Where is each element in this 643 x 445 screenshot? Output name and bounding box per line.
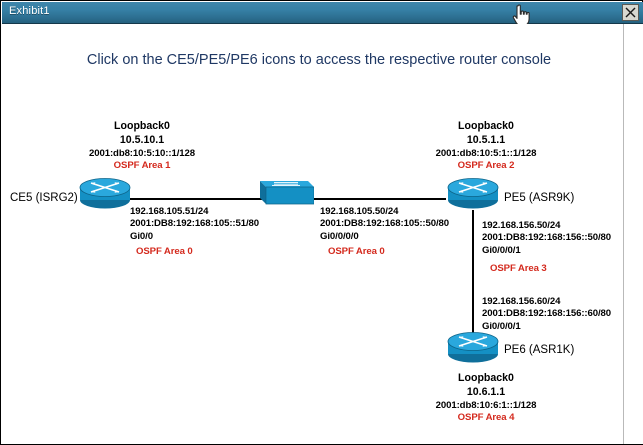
pe5-loopback-annotation: Loopback0 10.5.1.1 2001:db8:10:5:1::1/12… <box>402 120 570 172</box>
pe5-interface1-annotation: 192.168.156.50/24 2001:DB8:192:168:156::… <box>482 220 611 276</box>
ce5-loopback-annotation: Loopback0 10.5.10.1 2001:db8:10:5:10::1/… <box>58 120 226 172</box>
switch-icon-sw1[interactable] <box>260 181 314 207</box>
ce5-loopback-ipv6: 2001:db8:10:5:10::1/128 <box>89 147 195 159</box>
ce5-intf-ipv4: 192.168.105.51/24 <box>130 206 209 217</box>
ce5-loopback-ipv4: 10.5.10.1 <box>119 133 165 146</box>
pe6-loopback-ipv4: 10.6.1.1 <box>466 385 506 398</box>
link-switch-to-pe5 <box>312 198 446 200</box>
pe5-intf1-ospf: OSPF Area 3 <box>490 263 547 275</box>
pe5-intf0-name: Gi0/0/0/0 <box>320 230 359 242</box>
pe6-loopback-ospf: OSPF Area 4 <box>457 412 515 423</box>
pe6-loopback-title: Loopback0 <box>458 372 514 384</box>
router-icon-pe5[interactable] <box>446 176 500 210</box>
pe5-device-label: PE5 (ASR9K) <box>504 192 575 204</box>
pe5-intf1-ipv6: 2001:DB8:192:168:156::50/80 <box>482 232 612 244</box>
pe5-loopback-ospf: OSPF Area 2 <box>457 160 515 171</box>
router-icon-ce5[interactable] <box>78 176 132 210</box>
pe5-intf0-ipv4: 192.168.105.50/24 <box>320 206 399 217</box>
ce5-loopback-title: Loopback0 <box>114 120 170 132</box>
ce5-intf-name: Gi0/0 <box>130 230 153 242</box>
pe5-loopback-title: Loopback0 <box>458 120 514 132</box>
pe6-intf-name: Gi0/0/0/1 <box>482 320 521 332</box>
pe5-intf0-ipv6: 2001:DB8:192:168:105::50/80 <box>320 218 450 230</box>
ce5-interface-annotation: 192.168.105.51/24 2001:DB8:192:168:105::… <box>130 206 259 259</box>
ce5-intf-ipv6: 2001:DB8:192:168:105::51/80 <box>130 218 260 230</box>
ce5-device-label: CE5 (ISRG2) <box>10 192 78 204</box>
pe6-intf-ipv4: 192.168.156.60/24 <box>482 296 561 307</box>
pe5-interface0-annotation: 192.168.105.50/24 2001:DB8:192:168:105::… <box>320 206 449 259</box>
pe6-intf-ipv6: 2001:DB8:192:168:156::60/80 <box>482 308 612 320</box>
pe5-intf1-ipv4: 192.168.156.50/24 <box>482 220 561 231</box>
ce5-loopback-ospf: OSPF Area 1 <box>113 160 171 171</box>
close-icon <box>625 7 636 18</box>
pe5-loopback-ipv6: 2001:db8:10:5:1::1/128 <box>435 147 537 159</box>
ce5-intf-ospf: OSPF Area 0 <box>136 246 193 258</box>
window-title: Exhibit1 <box>9 5 50 17</box>
page-title: Click on the CE5/PE5/PE6 icons to access… <box>86 52 552 68</box>
diagram-area: Click on the CE5/PE5/PE6 icons to access… <box>2 24 624 444</box>
pe6-device-label: PE6 (ASR1K) <box>504 344 575 356</box>
pe6-loopback-annotation: Loopback0 10.6.1.1 2001:db8:10:6:1::1/12… <box>402 372 570 424</box>
pe6-loopback-ipv6: 2001:db8:10:6:1::1/128 <box>435 399 537 411</box>
router-icon-pe6[interactable] <box>446 330 500 364</box>
pe5-loopback-ipv4: 10.5.1.1 <box>466 133 506 146</box>
pe5-intf1-name: Gi0/0/0/1 <box>482 244 521 256</box>
window-titlebar: Exhibit1 <box>2 2 643 27</box>
exhibit-canvas: Click on the CE5/PE5/PE6 icons to access… <box>2 24 643 444</box>
pe6-interface-annotation: 192.168.156.60/24 2001:DB8:192:168:156::… <box>482 296 611 333</box>
close-button[interactable] <box>622 4 639 21</box>
pe5-intf0-ospf: OSPF Area 0 <box>328 246 385 258</box>
link-pe5-to-pe6 <box>472 210 474 348</box>
link-ce5-to-switch <box>128 198 262 200</box>
